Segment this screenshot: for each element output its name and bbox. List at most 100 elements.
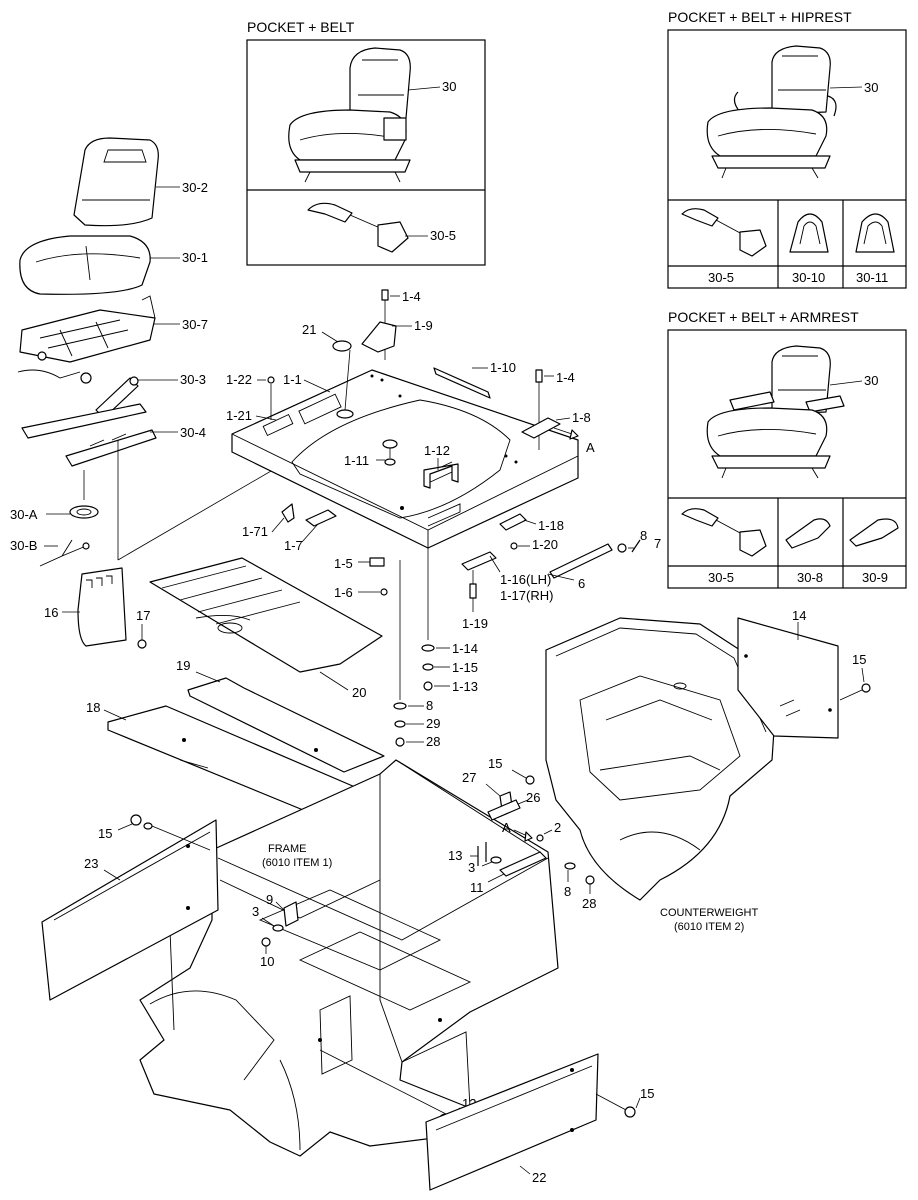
label-30-2: 30-2 bbox=[182, 180, 208, 195]
seat-base-plate bbox=[231, 369, 579, 549]
label-30: 30 bbox=[442, 79, 456, 94]
label-1-14: 1-14 bbox=[452, 641, 478, 656]
floor-mat-18: 18 bbox=[86, 700, 363, 813]
frame-body bbox=[139, 759, 559, 1157]
floor-plate-20: 20 bbox=[149, 557, 383, 700]
label-1-22: 1-22 bbox=[226, 372, 252, 387]
side-panel-23: 23 15 bbox=[41, 814, 219, 1001]
label-1-9: 1-9 bbox=[414, 318, 433, 333]
frame-ref: (6010 ITEM 1) bbox=[262, 857, 332, 869]
seat-assembly-drawing bbox=[288, 47, 411, 183]
label-21: 21 bbox=[302, 322, 316, 337]
label-1-16: 1-16(LH) bbox=[500, 572, 551, 587]
gas-spring-drawing bbox=[549, 543, 613, 579]
label-30-B: 30-B bbox=[10, 538, 37, 553]
label-8: 8 bbox=[564, 884, 571, 899]
label-1-8: 1-8 bbox=[572, 410, 591, 425]
label-1-21: 1-21 bbox=[226, 408, 252, 423]
seat-hiprest-drawing bbox=[706, 45, 837, 179]
label-30-4: 30-4 bbox=[180, 425, 206, 440]
suspension-drawing bbox=[19, 309, 156, 363]
label-1-19: 1-19 bbox=[462, 616, 488, 631]
label-1-15: 1-15 bbox=[452, 660, 478, 675]
label-30-7: 30-7 bbox=[182, 317, 208, 332]
cell-label: 30-5 bbox=[708, 270, 734, 285]
label-30-A: 30-A bbox=[10, 507, 38, 522]
belt-drawing bbox=[681, 508, 767, 557]
cell-label: 30-11 bbox=[856, 270, 888, 285]
inset-pocket-belt-armrest: POCKET + BELT + ARMREST 30 30-5 30-8 30-… bbox=[667, 309, 907, 589]
label-17: 17 bbox=[136, 608, 150, 623]
label-3: 3 bbox=[252, 904, 259, 919]
label-18: 18 bbox=[86, 700, 100, 715]
label-20: 20 bbox=[352, 685, 366, 700]
hiprest-right-drawing bbox=[855, 213, 895, 253]
armrest-left-drawing bbox=[785, 518, 831, 549]
label-29: 29 bbox=[426, 716, 440, 731]
under-plate-brackets: 1-71 1-7 1-18 1-20 6 8 7 1-5 1-6 1-16(LH… bbox=[242, 503, 661, 631]
bottom-panel-22: 22 15 bbox=[425, 1053, 654, 1191]
label-30-3: 30-3 bbox=[180, 372, 206, 387]
label-8: 8 bbox=[640, 528, 647, 543]
cell-label: 30-5 bbox=[708, 570, 734, 585]
hiprest-left-drawing bbox=[789, 213, 829, 253]
inset-pocket-belt: POCKET + BELT 30 30-5 bbox=[246, 19, 486, 266]
fastener-stack: 1-14 1-15 1-13 8 29 28 bbox=[393, 548, 478, 749]
inset-title: POCKET + BELT + ARMREST bbox=[668, 309, 859, 325]
battery-cover-16: 16 17 bbox=[44, 567, 150, 649]
label-1-5: 1-5 bbox=[334, 556, 353, 571]
label-9: 9 bbox=[266, 892, 273, 907]
inset-title: POCKET + BELT + HIPREST bbox=[668, 9, 852, 25]
label-22: 22 bbox=[532, 1170, 546, 1185]
label-A: A bbox=[586, 440, 595, 455]
label-15: 15 bbox=[640, 1086, 654, 1101]
backrest-drawing bbox=[73, 137, 159, 227]
cell-label: 30-8 bbox=[797, 570, 823, 585]
label-30-5: 30-5 bbox=[430, 228, 456, 243]
label-16: 16 bbox=[44, 605, 58, 620]
frame-title: FRAME bbox=[268, 843, 307, 855]
label-A: A bbox=[502, 820, 511, 835]
grommet-drawing bbox=[69, 505, 99, 519]
label-8: 8 bbox=[426, 698, 433, 713]
seat-exploded: 30-2 30-1 30-7 30-3 30-4 30-A 30-B bbox=[10, 137, 291, 567]
label-15: 15 bbox=[488, 756, 502, 771]
cover-plate-14: 14 15 bbox=[737, 608, 871, 739]
plate-hardware: 1-4 1-9 21 1-10 1-4 1-22 1-1 1-21 1-8 A bbox=[226, 289, 595, 489]
label-2: 2 bbox=[554, 820, 561, 835]
label-6: 6 bbox=[578, 576, 585, 591]
label-1-7: 1-7 bbox=[284, 538, 303, 553]
leader bbox=[407, 86, 441, 91]
label-15: 15 bbox=[98, 826, 112, 841]
label-28: 28 bbox=[582, 896, 596, 911]
label-1-11: 1-11 bbox=[344, 453, 369, 468]
label-14: 14 bbox=[792, 608, 806, 623]
harness-drawing bbox=[39, 539, 87, 567]
belt-drawing bbox=[681, 208, 767, 257]
label-1-10: 1-10 bbox=[490, 360, 516, 375]
label-28: 28 bbox=[426, 734, 440, 749]
label-1-18: 1-18 bbox=[538, 518, 564, 533]
label-1-4: 1-4 bbox=[402, 289, 421, 304]
rail-drawing bbox=[21, 403, 147, 439]
seat-belt-drawing bbox=[307, 202, 409, 253]
floor-mat-19: 19 bbox=[176, 658, 385, 773]
counterweight-ref: (6010 ITEM 2) bbox=[674, 921, 744, 933]
label-1-20: 1-20 bbox=[532, 537, 558, 552]
label-10: 10 bbox=[260, 954, 274, 969]
cell-label: 30-10 bbox=[792, 270, 825, 285]
label-11: 11 bbox=[470, 880, 484, 895]
cushion-drawing bbox=[19, 235, 151, 295]
armrest-right-drawing bbox=[849, 518, 899, 547]
label-26: 26 bbox=[526, 790, 540, 805]
label-1-71: 1-71 bbox=[242, 524, 268, 539]
label-1-12: 1-12 bbox=[424, 443, 450, 458]
label-1-6: 1-6 bbox=[334, 585, 353, 600]
label-1-1: 1-1 bbox=[283, 372, 302, 387]
label-19: 19 bbox=[176, 658, 190, 673]
cell-label: 30-9 bbox=[862, 570, 888, 585]
counterweight-title: COUNTERWEIGHT bbox=[660, 907, 758, 919]
seat-armrest-drawing bbox=[706, 345, 845, 479]
label-1-4: 1-4 bbox=[556, 370, 575, 385]
